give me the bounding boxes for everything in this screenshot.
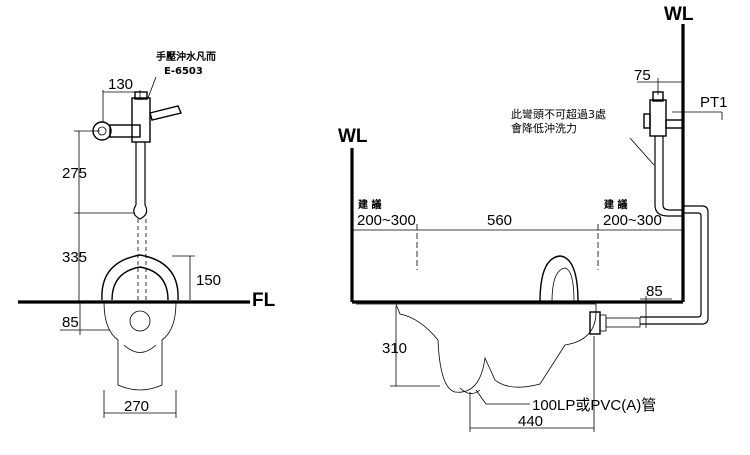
flush-handle: [149, 105, 182, 121]
dim-bowl-height: 150: [196, 272, 221, 289]
recommend-right: 建 議: [603, 198, 627, 211]
dim-valve-width: 130: [108, 76, 133, 93]
left-elevation: FL: [18, 50, 276, 418]
flush-valve: [92, 91, 182, 143]
recommend-left: 建 議: [357, 198, 381, 211]
dim-pipe-height: 335: [62, 249, 87, 266]
dim-length: 440: [518, 413, 543, 430]
squat-pan-side: [356, 255, 641, 394]
dim-valve-offset: 75: [634, 67, 651, 84]
wall-label-left: WL: [338, 126, 368, 147]
floor-label: FL: [252, 290, 276, 311]
supply-loop-outer: [640, 205, 709, 325]
note-line-1: 此彎頭不可超過3處: [511, 107, 606, 121]
dim-outlet-depth: 85: [646, 283, 663, 300]
squat-pan-front: [101, 254, 179, 391]
dim-bowl-width: 270: [124, 398, 149, 415]
point-label: PT1: [700, 94, 728, 111]
range-left: 200~300: [357, 212, 416, 229]
wall-label-right: WL: [664, 4, 694, 25]
dim-drop: 310: [382, 340, 407, 357]
valve-name: 手壓沖水凡而: [156, 50, 216, 63]
supply-pipe: [133, 142, 148, 300]
valve-model: E-6503: [164, 66, 203, 77]
supply-loop-inner: [640, 212, 702, 318]
right-dimensions: 75 PT1 此彎頭不可超過3處 會降低沖洗力 建 議 200~300 建 議 …: [352, 67, 728, 432]
dim-center: 560: [487, 212, 512, 229]
range-right: 200~300: [603, 212, 662, 229]
left-dimensions: 130 手壓沖水凡而 E-6503 275 335 150 85 270: [60, 50, 221, 418]
dim-valve-height: 275: [62, 165, 87, 182]
note-line-2: 會降低沖洗力: [511, 121, 577, 135]
flush-valve-side: [643, 91, 684, 217]
right-elevation: WL WL: [338, 4, 728, 432]
dim-floor-depth: 85: [62, 314, 79, 331]
